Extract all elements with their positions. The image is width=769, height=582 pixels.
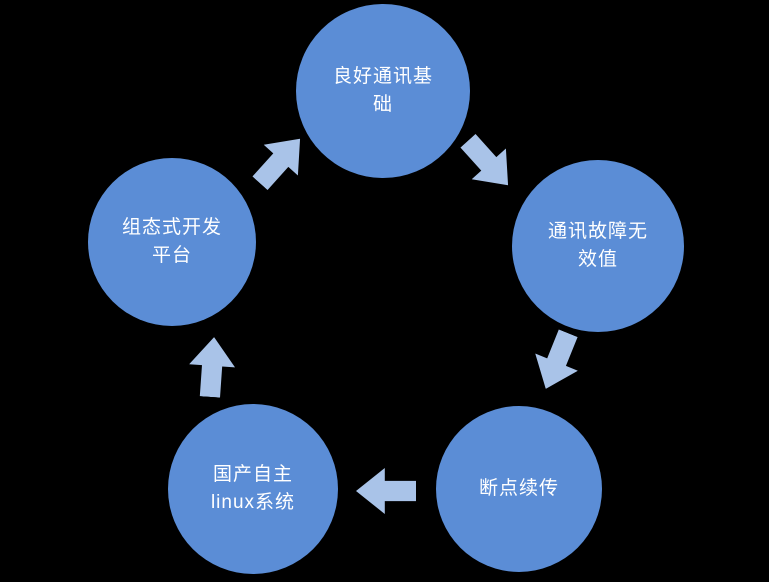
node-label: 组态式开发 平台	[121, 216, 222, 267]
cycle-node-communication-foundation: 良好通讯基 础	[296, 4, 470, 178]
node-label: 通讯故障无 效值	[547, 220, 648, 271]
node-label: 断点续传	[478, 477, 559, 499]
cycle-node-resume-transfer: 断点续传	[436, 406, 602, 572]
block-arrow-left-icon	[356, 468, 416, 514]
block-arrow-up-right-icon	[243, 123, 317, 198]
node-label: 良好通讯基 础	[332, 65, 433, 116]
cycle-node-fault-invalid-value: 通讯故障无 效值	[512, 160, 684, 332]
block-arrow-up-icon	[187, 335, 237, 398]
cycle-node-configurable-platform: 组态式开发 平台	[88, 158, 256, 326]
cycle-node-domestic-linux: 国产自主 linux系统	[168, 404, 338, 574]
node-label: 国产自主 linux系统	[210, 463, 296, 514]
block-arrow-down-left-icon	[524, 325, 589, 398]
block-arrow-down-right-icon	[451, 125, 525, 200]
